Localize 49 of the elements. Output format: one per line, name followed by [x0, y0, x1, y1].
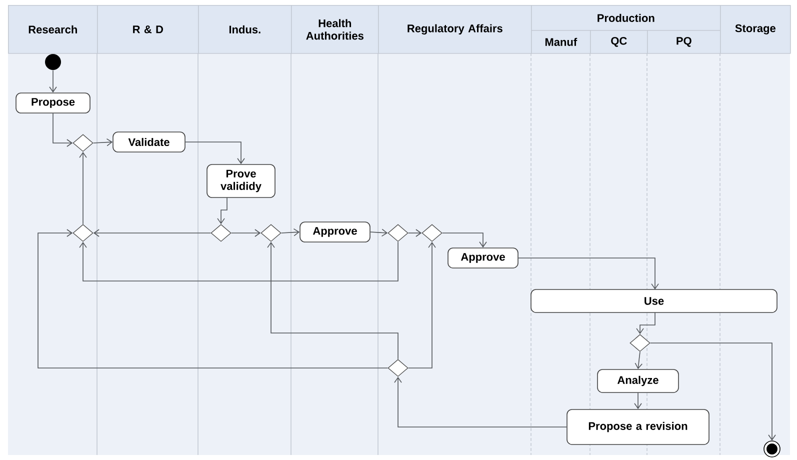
arrow	[79, 241, 398, 282]
action-box: Propose	[16, 92, 90, 114]
decision-diamond	[72, 134, 94, 152]
decision-diamond	[388, 359, 408, 377]
decision-diamond	[388, 224, 408, 242]
action-box: Propose a revision	[566, 409, 710, 445]
lane-header: Health Authorities	[291, 5, 379, 54]
arrow	[634, 351, 643, 370]
lane-header: QC	[590, 30, 648, 54]
lane-header: PQ	[647, 30, 721, 54]
action-box: Analyze	[597, 369, 679, 393]
arrow	[92, 138, 113, 146]
arrow	[185, 142, 245, 164]
arrow	[650, 342, 776, 441]
action-box: Approve	[448, 248, 518, 268]
arrow	[636, 312, 656, 334]
arrow	[370, 228, 388, 237]
lane-header: Indus.	[198, 5, 292, 54]
arrow	[518, 258, 659, 290]
arrow	[408, 229, 422, 237]
arrow	[93, 229, 212, 237]
action-box: Use	[530, 289, 778, 313]
lane-header: R & D	[97, 5, 199, 54]
arrow	[230, 229, 261, 237]
arrow	[634, 392, 642, 410]
arrow	[394, 376, 567, 428]
arrow	[217, 197, 228, 224]
lane-header: Manuf	[531, 30, 591, 54]
decision-diamond	[210, 224, 232, 242]
lane-header: Research	[8, 5, 98, 54]
final-node	[764, 440, 780, 458]
action-box: Approve	[300, 222, 370, 242]
decision-diamond	[260, 224, 282, 242]
action-box: Prove valididy	[206, 164, 276, 198]
arrow	[52, 113, 73, 147]
arrow	[267, 242, 398, 360]
arrow	[79, 152, 87, 225]
lane-header: Storage	[720, 5, 791, 54]
arrow	[49, 70, 57, 93]
arrow	[408, 242, 436, 368]
start-node	[45, 54, 62, 70]
arrow	[38, 229, 388, 368]
decision-diamond	[422, 224, 442, 242]
decision-diamond	[72, 224, 94, 242]
action-box: Validate	[112, 132, 186, 152]
lane-header: Regulatory Affairs	[378, 5, 532, 54]
arrow	[442, 232, 487, 248]
decision-diamond	[630, 334, 650, 352]
arrow	[280, 228, 300, 236]
